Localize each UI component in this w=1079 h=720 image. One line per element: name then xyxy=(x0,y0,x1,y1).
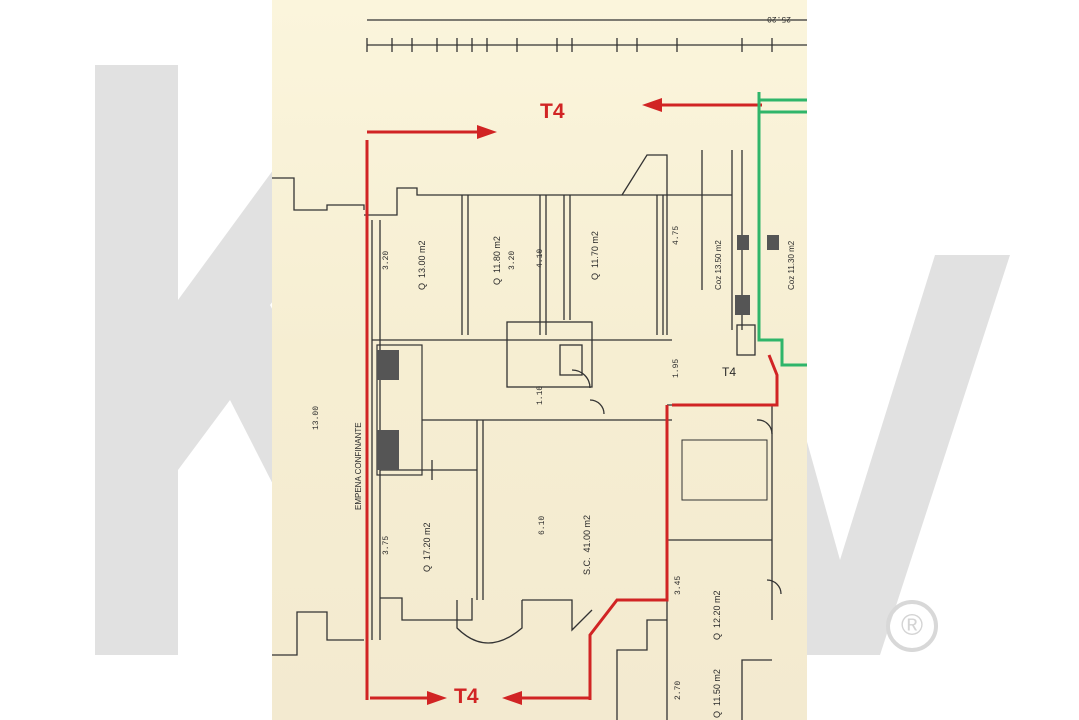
plan-sheet: T4 T4 T4 EMPENA CONFINANTE Q 13.00 m2 Q … xyxy=(272,0,807,720)
t4-label-side: T4 xyxy=(722,365,737,379)
top-arrow-left xyxy=(642,98,762,112)
room-label-coz1: Coz 13.50 m2 xyxy=(714,240,723,290)
room-label-coz2: Coz 11.30 m2 xyxy=(787,240,796,290)
t4-label-bottom: T4 xyxy=(454,685,479,708)
t4-label-top: T4 xyxy=(540,100,565,123)
bottom-arrow-left xyxy=(502,691,590,705)
room-label-q3: Q 11.70 m2 xyxy=(590,231,600,280)
dim-7: 6.10 xyxy=(538,515,547,535)
room-label-q5: Q 12.20 m2 xyxy=(712,590,722,640)
top-arrow-right xyxy=(367,125,497,139)
room-label-q6: Q 11.50 m2 xyxy=(712,669,722,718)
room-label-q4: Q 17.20 m2 xyxy=(422,522,432,572)
dim-1: 3.20 xyxy=(382,250,391,270)
room-label-q1: Q 13.00 m2 xyxy=(417,240,427,290)
room-label-sc: S.C. 41.00 m2 xyxy=(582,514,592,575)
registered-mark: ® xyxy=(886,600,938,652)
dim-3: 4.10 xyxy=(536,248,545,268)
dim-11: 1.10 xyxy=(536,385,545,405)
dim-2: 3.20 xyxy=(508,250,517,270)
dim-8: 3.45 xyxy=(674,575,683,595)
room-label-q2: Q 11.80 m2 xyxy=(492,236,502,285)
dim-6: 3.75 xyxy=(382,535,391,555)
green-boundary xyxy=(757,92,807,367)
wall-note: EMPENA CONFINANTE xyxy=(354,422,363,510)
dim-4: 4.75 xyxy=(672,225,681,245)
dim-9: 2.70 xyxy=(674,680,683,700)
dim-5: 13.00 xyxy=(312,405,321,430)
dim-10: 1.95 xyxy=(672,358,681,378)
dim-12: 25.20 xyxy=(767,14,792,23)
plan-drawing xyxy=(272,19,807,720)
bottom-arrow-right xyxy=(370,691,447,705)
